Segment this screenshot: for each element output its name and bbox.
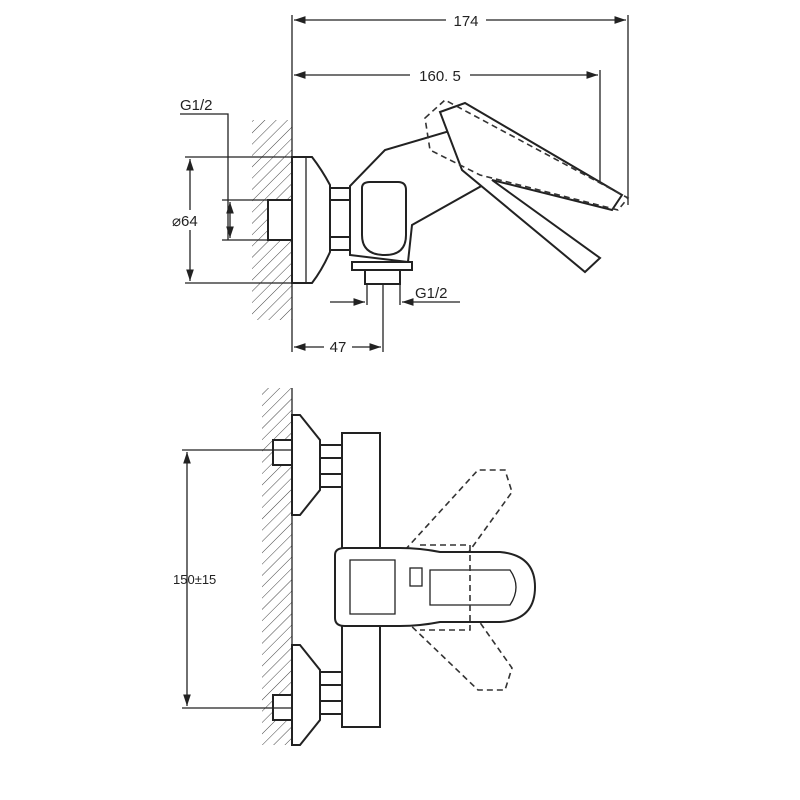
- side-view: 174 160. 5 G1/2 ⌀64: [172, 10, 630, 356]
- outlet-ring: [351, 261, 413, 271]
- lever-alt-position: [424, 99, 630, 211]
- lever-alt-down: [403, 578, 513, 691]
- dim-label-160-5: 160. 5: [419, 68, 461, 85]
- lower-flange: [291, 644, 321, 746]
- wall-flange: [291, 156, 331, 284]
- dimension-diameter-64: ⌀64: [172, 156, 292, 284]
- dimension-174: 174: [294, 10, 629, 205]
- dimension-47: 47: [294, 284, 384, 356]
- outlet-nozzle: [364, 269, 401, 285]
- lower-hex-nut: [319, 671, 343, 715]
- inlet-thread-label: G1/2: [180, 97, 213, 114]
- dimension-inlet-spacing: 150±15: [173, 449, 292, 709]
- dim-label-47: 47: [330, 339, 347, 356]
- dim-label-diameter: ⌀64: [172, 213, 198, 230]
- front-view: 150±15: [173, 388, 537, 746]
- dim-label-150: 150±15: [173, 572, 216, 587]
- inlet-thread-callout: G1/2: [180, 97, 268, 241]
- upper-inlet-stub: [272, 439, 293, 466]
- dimension-160-5: 160. 5: [294, 65, 601, 200]
- lever-handle-front: [334, 547, 537, 627]
- upper-flange: [291, 414, 321, 516]
- dim-label-174: 174: [453, 13, 478, 30]
- upper-hex-nut: [319, 444, 343, 488]
- body-cap: [361, 181, 407, 257]
- outlet-thread-label: G1/2: [415, 285, 448, 302]
- outlet-thread-callout: G1/2: [330, 284, 460, 306]
- lever-handle: [438, 101, 624, 274]
- inlet-stub: [267, 199, 293, 241]
